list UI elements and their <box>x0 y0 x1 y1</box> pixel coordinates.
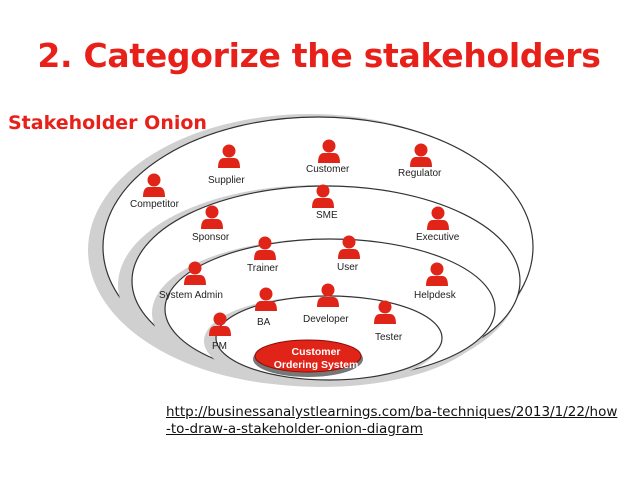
label-executive: Executive <box>416 232 460 243</box>
label-developer: Developer <box>303 314 349 325</box>
page-title: 2. Categorize the stakeholders <box>37 36 601 75</box>
label-trainer: Trainer <box>247 263 279 274</box>
diagram-subtitle: Stakeholder Onion <box>8 112 207 134</box>
onion-core: Customer Ordering System <box>253 339 363 377</box>
core-label-line2: Ordering System <box>274 359 359 371</box>
label-sme: SME <box>316 210 338 221</box>
label-pm: PM <box>212 341 227 352</box>
label-ba: BA <box>257 317 271 328</box>
label-helpdesk: Helpdesk <box>414 290 457 301</box>
source-link-line2: -to-draw-a-stakeholder-onion-diagram <box>166 421 423 437</box>
label-competitor: Competitor <box>130 199 180 210</box>
source-link-line1: http://businessanalystlearnings.com/ba-t… <box>166 404 618 420</box>
label-tester: Tester <box>375 332 403 343</box>
label-supplier: Supplier <box>208 175 245 186</box>
label-regulator: Regulator <box>398 168 442 179</box>
label-sponsor: Sponsor <box>192 232 230 243</box>
label-system-admin: System Admin <box>159 290 223 301</box>
source-link[interactable]: http://businessanalystlearnings.com/ba-t… <box>166 404 626 438</box>
label-user: User <box>337 262 359 273</box>
core-label-line1: Customer <box>291 346 340 358</box>
label-customer: Customer <box>306 164 350 175</box>
